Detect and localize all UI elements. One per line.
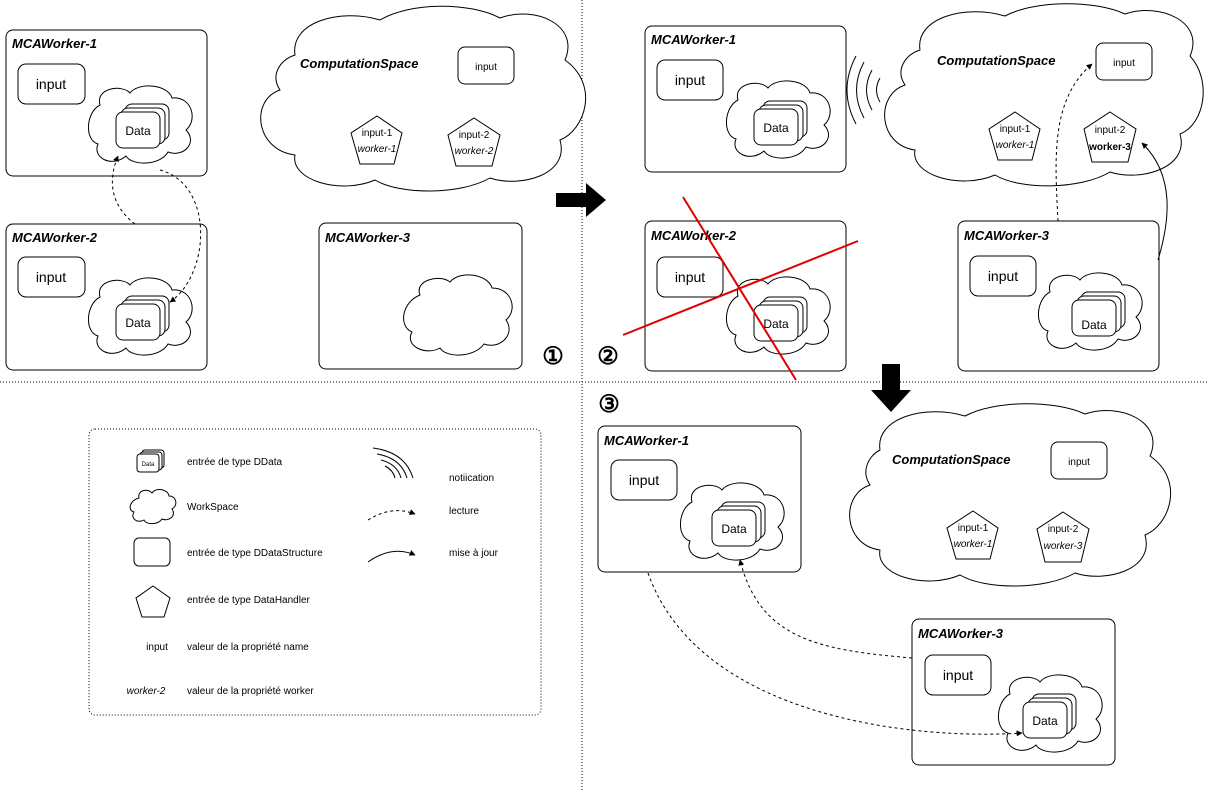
input-label: input bbox=[36, 269, 66, 285]
read-arrow bbox=[111, 155, 136, 225]
read-arrow bbox=[647, 572, 1023, 737]
handler-name: input-2 bbox=[1048, 524, 1079, 535]
p2-worker-1: MCAWorker-1 input Data bbox=[644, 25, 847, 173]
handler-name: input-1 bbox=[1000, 124, 1031, 135]
update-arrow bbox=[1141, 142, 1168, 261]
data-label: Data bbox=[125, 124, 151, 138]
worker-title: MCAWorker-3 bbox=[325, 230, 411, 245]
space-input-label: input bbox=[1113, 58, 1135, 69]
legend-text: notiication bbox=[449, 473, 494, 484]
handler-worker: worker-1 bbox=[996, 140, 1035, 151]
space-title: ComputationSpace bbox=[892, 452, 1010, 467]
legend-data-label: Data bbox=[142, 462, 155, 468]
handler-name: input-2 bbox=[1095, 125, 1126, 136]
legend-text: entrée de type DDataStructure bbox=[187, 548, 323, 559]
cross-line bbox=[622, 240, 859, 336]
legend-text: WorkSpace bbox=[187, 502, 239, 513]
handler-worker: worker-1 bbox=[358, 144, 397, 155]
handler-worker: worker-1 bbox=[954, 539, 993, 550]
legend-read-arrow bbox=[367, 509, 416, 521]
p1-worker-3: MCAWorker-3 bbox=[318, 222, 523, 370]
legend-text: entrée de type DataHandler bbox=[187, 595, 311, 606]
p3-worker-3: MCAWorker-3 input Data bbox=[911, 618, 1116, 766]
handler-worker: worker-2 bbox=[455, 146, 494, 157]
notification-icon bbox=[846, 55, 881, 125]
panel-3: ③ MCAWorker-1 input Data ComputationSpac… bbox=[597, 391, 1171, 766]
legend-ddatastructure-icon bbox=[133, 537, 171, 567]
legend-text: entrée de type DData bbox=[187, 457, 282, 468]
data-label: Data bbox=[763, 317, 789, 331]
flow-arrow-down bbox=[871, 364, 911, 412]
handler-worker: worker-3 bbox=[1088, 142, 1131, 153]
worker-title: MCAWorker-1 bbox=[12, 36, 97, 51]
data-label: Data bbox=[1032, 714, 1058, 728]
p1-computation-space: ComputationSpace input input-1 worker-1 … bbox=[260, 5, 586, 192]
data-label: Data bbox=[125, 316, 151, 330]
handler-name: input-2 bbox=[459, 130, 490, 141]
p3-computation-space: ComputationSpace input input-1 worker-1 … bbox=[849, 403, 1171, 587]
p1-worker-1: MCAWorker-1 input Data bbox=[5, 29, 208, 177]
step-1-marker: ① bbox=[542, 343, 564, 370]
data-label: Data bbox=[763, 121, 789, 135]
legend-text: lecture bbox=[449, 506, 479, 517]
p3-worker-1: MCAWorker-1 input Data bbox=[597, 425, 802, 573]
legend-workspace-icon bbox=[129, 488, 177, 525]
legend-update-arrow bbox=[367, 550, 416, 563]
step-2-marker: ② bbox=[597, 343, 619, 370]
worker-title: MCAWorker-2 bbox=[12, 230, 98, 245]
p2-worker-2: MCAWorker-2 input Data bbox=[622, 196, 859, 381]
handler-name: input-1 bbox=[958, 523, 989, 534]
legend-symbol: worker-2 bbox=[127, 686, 166, 697]
space-title: ComputationSpace bbox=[300, 56, 418, 71]
worker-title: MCAWorker-2 bbox=[651, 228, 737, 243]
legend-notification-icon bbox=[372, 447, 414, 479]
legend-datahandler-icon bbox=[135, 585, 171, 618]
legend: Data entrée de type DData WorkSpace entr… bbox=[88, 428, 542, 716]
space-title: ComputationSpace bbox=[937, 53, 1055, 68]
legend-ddata-icon: Data bbox=[136, 449, 165, 473]
panel-1: MCAWorker-1 input Data MCAWorker-2 input… bbox=[5, 5, 586, 371]
space-input-label: input bbox=[475, 62, 497, 73]
p2-computation-space: ComputationSpace input input-1 worker-1 … bbox=[884, 3, 1204, 187]
input-label: input bbox=[943, 667, 973, 683]
read-arrow bbox=[738, 559, 913, 659]
worker-title: MCAWorker-1 bbox=[651, 32, 736, 47]
legend-text: mise à jour bbox=[449, 548, 499, 559]
input-label: input bbox=[36, 76, 66, 92]
step-3-marker: ③ bbox=[598, 391, 620, 418]
input-label: input bbox=[675, 269, 705, 285]
input-label: input bbox=[629, 472, 659, 488]
worker-title: MCAWorker-3 bbox=[918, 626, 1004, 641]
worker-title: MCAWorker-3 bbox=[964, 228, 1050, 243]
input-label: input bbox=[988, 268, 1018, 284]
flow-arrow-right bbox=[556, 183, 606, 217]
p1-worker-2: MCAWorker-2 input Data bbox=[5, 223, 208, 371]
panel-2: ② MCAWorker-1 input Data ComputationSpac… bbox=[597, 3, 1204, 381]
read-arrow bbox=[159, 169, 202, 303]
legend-text: valeur de la propriété name bbox=[187, 642, 309, 653]
legend-text: valeur de la propriété worker bbox=[187, 686, 314, 697]
data-label: Data bbox=[721, 522, 747, 536]
handler-worker: worker-3 bbox=[1044, 541, 1083, 552]
p2-worker-3: MCAWorker-3 input Data bbox=[957, 220, 1160, 372]
space-input-label: input bbox=[1068, 457, 1090, 468]
legend-symbol: input bbox=[146, 642, 168, 653]
input-label: input bbox=[675, 72, 705, 88]
worker-title: MCAWorker-1 bbox=[604, 433, 689, 448]
data-label: Data bbox=[1081, 318, 1107, 332]
handler-name: input-1 bbox=[362, 128, 393, 139]
